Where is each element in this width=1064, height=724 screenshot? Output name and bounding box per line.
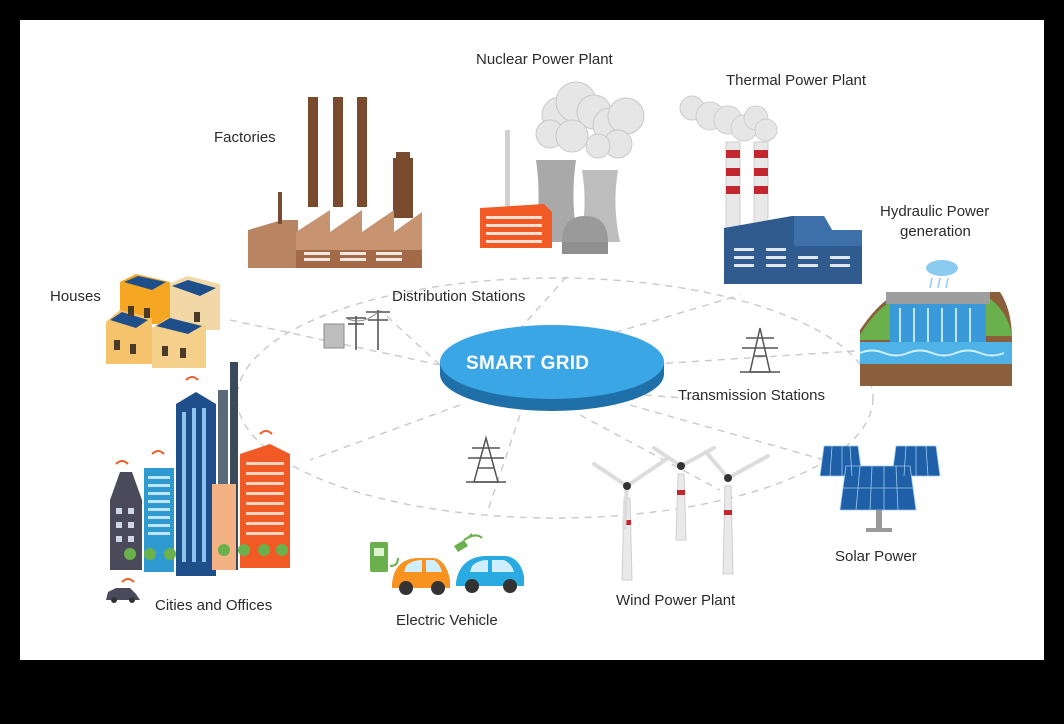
transmission-tower-icon xyxy=(740,327,780,373)
city-buildings-icon xyxy=(106,362,290,603)
electric-vehicle-icon xyxy=(370,533,524,595)
wind-power-plant-label: Wind Power Plant xyxy=(616,592,736,609)
network-ring xyxy=(236,277,874,519)
smart-grid-diagram: SMART GRID Nuclear Power Plant Thermal P… xyxy=(20,20,1044,660)
hydro-dam-icon xyxy=(859,260,1012,386)
nuclear-plant-icon xyxy=(480,81,645,254)
nuclear-power-plant-label: Nuclear Power Plant xyxy=(476,51,613,68)
hydraulic-power-label-line2: generation xyxy=(900,223,971,240)
thermal-power-plant-label: Thermal Power Plant xyxy=(726,72,867,89)
houses-icon xyxy=(106,274,220,368)
thermal-plant-icon xyxy=(679,95,862,284)
factory-icon xyxy=(248,97,422,268)
transmission-stations-label: Transmission Stations xyxy=(678,387,825,404)
solar-panel-icon xyxy=(819,445,941,532)
diagram-graphics xyxy=(106,81,1012,603)
smart-grid-hub xyxy=(440,325,664,411)
solar-power-label: Solar Power xyxy=(835,548,917,565)
cities-and-offices-label: Cities and Offices xyxy=(155,597,273,614)
hydraulic-power-label-line1: Hydraulic Power xyxy=(880,203,990,220)
factories-label: Factories xyxy=(214,129,276,146)
electric-vehicle-label: Electric Vehicle xyxy=(396,612,498,629)
wind-turbine-icon xyxy=(592,446,770,581)
houses-label: Houses xyxy=(50,288,101,305)
transmission-tower-lower-icon xyxy=(466,435,506,483)
distribution-stations-label: Distribution Stations xyxy=(392,288,526,305)
distribution-station-icon xyxy=(323,310,390,350)
smart-grid-label: SMART GRID xyxy=(466,353,590,374)
